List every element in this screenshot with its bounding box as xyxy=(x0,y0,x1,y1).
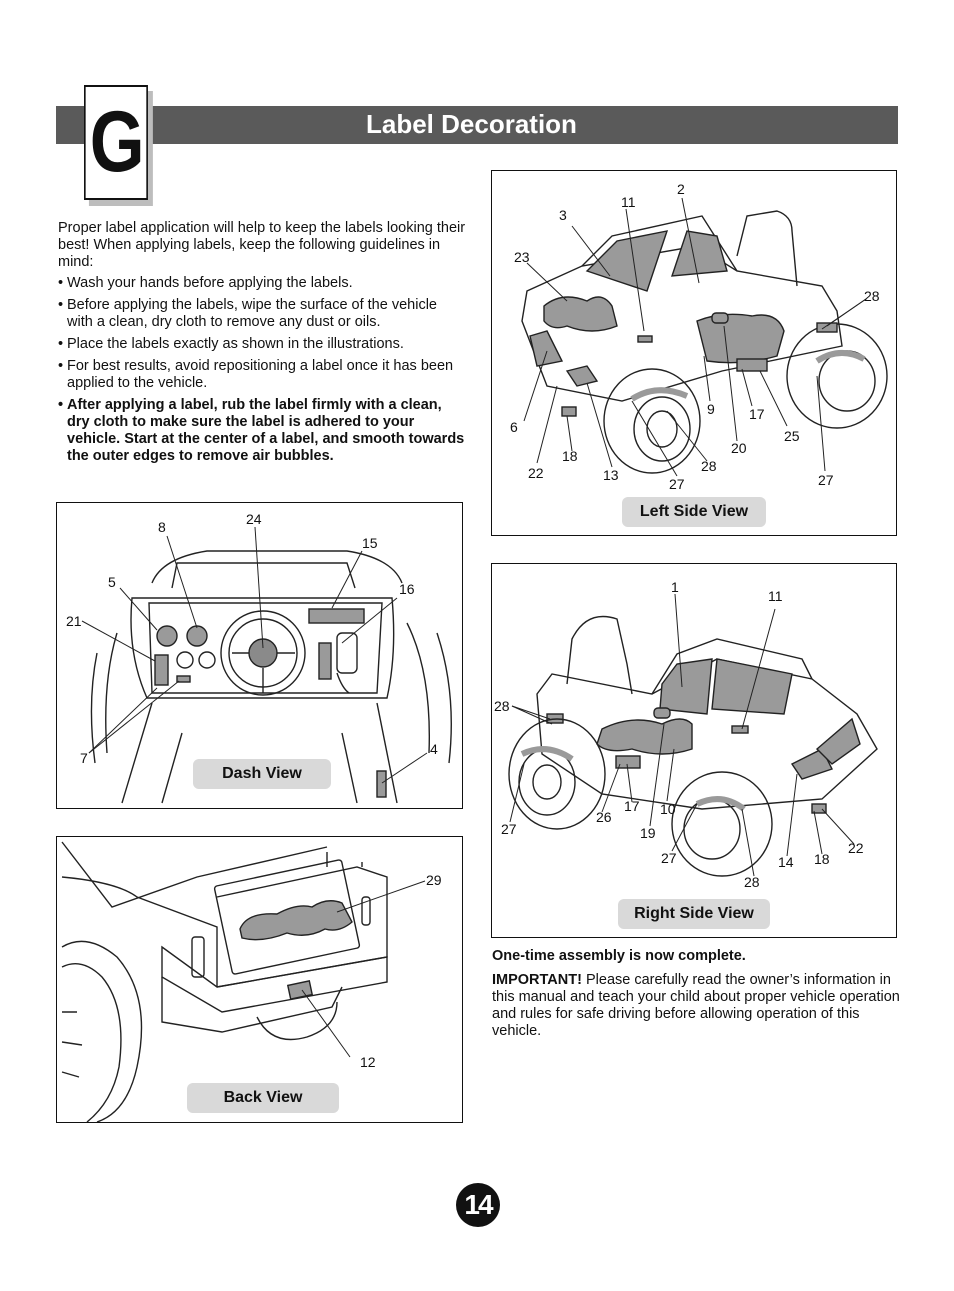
guideline-item: •Wash your hands before applying the lab… xyxy=(58,275,353,291)
callout-7: 7 xyxy=(80,750,88,766)
callout-5: 5 xyxy=(108,574,116,590)
callout-17: 17 xyxy=(749,406,765,422)
callout-8: 8 xyxy=(158,519,166,535)
bullet-icon: • xyxy=(58,397,64,413)
left-side-view-panel: 2 11 3 23 28 6 9 17 25 20 18 22 13 28 27… xyxy=(491,170,897,536)
callout-18: 18 xyxy=(814,851,830,867)
title-bar xyxy=(56,106,898,144)
back-view-panel: 29 12 Back View xyxy=(56,836,463,1123)
callout-27b: 27 xyxy=(661,850,677,866)
callout-22: 22 xyxy=(528,465,544,481)
dash-view-label: Dash View xyxy=(193,759,331,789)
callout-2: 2 xyxy=(677,181,685,197)
callout-15: 15 xyxy=(362,535,378,551)
callout-22: 22 xyxy=(848,840,864,856)
callout-27: 27 xyxy=(501,821,517,837)
callout-9: 9 xyxy=(707,401,715,417)
callout-6: 6 xyxy=(510,419,518,435)
dash-view-panel: 8 24 15 5 16 21 7 4 Dash View xyxy=(56,502,463,809)
section-letter-box: G xyxy=(84,85,148,200)
important-text: Please carefully read the owner’s inform… xyxy=(492,972,900,1039)
callout-4: 4 xyxy=(430,741,438,757)
callout-28: 28 xyxy=(864,288,880,304)
callout-27b: 27 xyxy=(818,472,834,488)
back-view-illustration xyxy=(61,841,426,1122)
guideline-list: •Wash your hands before applying the lab… xyxy=(58,275,466,465)
callout-12: 12 xyxy=(360,1054,376,1070)
guideline-item: •For best results, avoid repositioning a… xyxy=(58,358,454,391)
callout-11: 11 xyxy=(768,588,783,604)
callout-27: 27 xyxy=(669,476,685,492)
callout-29: 29 xyxy=(426,872,442,888)
callout-24: 24 xyxy=(246,511,262,527)
page-number: 14 xyxy=(456,1183,500,1227)
callout-18: 18 xyxy=(562,448,578,464)
right-side-view-illustration xyxy=(508,593,878,877)
callout-21: 21 xyxy=(66,613,82,629)
left-side-view-illustration xyxy=(521,197,888,477)
intro-text: Proper label application will help to ke… xyxy=(58,220,466,470)
callout-25: 25 xyxy=(784,428,800,444)
callout-23: 23 xyxy=(514,249,530,265)
callout-28b: 28 xyxy=(701,458,717,474)
callout-14: 14 xyxy=(778,854,794,870)
bullet-icon: • xyxy=(58,358,64,374)
assembly-complete-text: One-time assembly is now complete. xyxy=(492,948,746,964)
bullet-icon: • xyxy=(58,336,64,352)
guideline-item-important: •After applying a label, rub the label f… xyxy=(58,397,465,464)
intro-paragraph: Proper label application will help to ke… xyxy=(58,220,466,270)
callout-3: 3 xyxy=(559,207,567,223)
callout-28b: 28 xyxy=(744,874,760,890)
callout-20: 20 xyxy=(731,440,747,456)
important-notice: IMPORTANT! Please carefully read the own… xyxy=(492,972,910,1040)
callout-1: 1 xyxy=(671,579,679,595)
important-label: IMPORTANT! xyxy=(492,972,582,988)
callout-19: 19 xyxy=(640,825,656,841)
callout-28: 28 xyxy=(494,698,510,714)
right-side-view-panel: 1 11 28 17 26 10 19 27 27 28 14 18 22 Ri… xyxy=(491,563,897,938)
callout-10: 10 xyxy=(660,801,676,817)
guideline-item: •Before applying the labels, wipe the su… xyxy=(58,297,437,330)
callout-16: 16 xyxy=(399,581,415,597)
guideline-item: •Place the labels exactly as shown in th… xyxy=(58,336,404,352)
right-side-view-label: Right Side View xyxy=(618,899,770,929)
left-side-view-label: Left Side View xyxy=(622,497,766,527)
assembly-notice: One-time assembly is now complete. IMPOR… xyxy=(492,948,910,1047)
callout-11: 11 xyxy=(621,194,636,210)
callout-13: 13 xyxy=(603,467,619,483)
dash-view-illustration xyxy=(81,526,452,804)
bullet-icon: • xyxy=(58,297,64,313)
back-view-label: Back View xyxy=(187,1083,339,1113)
page-title: Label Decoration xyxy=(366,109,577,139)
callout-26: 26 xyxy=(596,809,612,825)
callout-17: 17 xyxy=(624,798,640,814)
bullet-icon: • xyxy=(58,275,64,291)
